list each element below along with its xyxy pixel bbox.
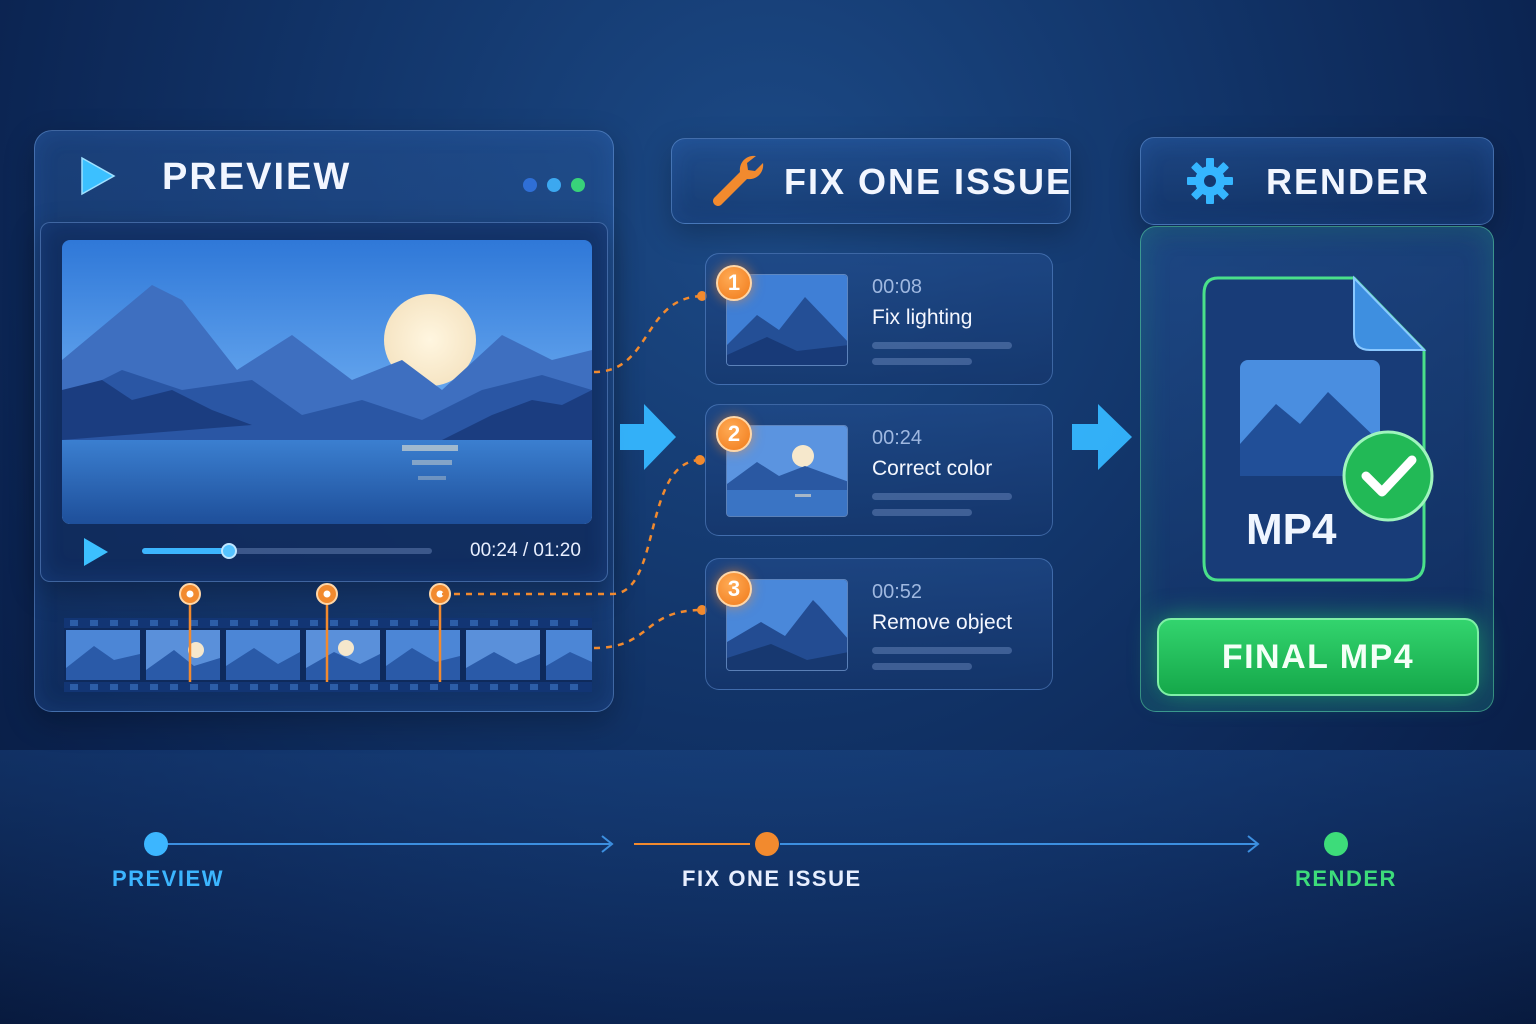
player-progress-track[interactable] [142,543,432,559]
step-number-badge: 1 [716,265,752,301]
placeholder-line [872,509,972,516]
placeholder-line [872,647,1012,654]
fix-time: 00:08 [872,276,923,298]
fix-thumbnail [726,274,848,366]
timeline-label-fix: FIX ONE ISSUE [682,866,862,891]
placeholder-line [872,663,972,670]
mp4-file-icon [1202,275,1427,582]
player-play-button[interactable] [82,537,110,567]
issue-markers [179,583,451,682]
fix-card[interactable]: 00:52 Remove object [705,558,1053,690]
arrow-right-icon [1072,404,1132,470]
step-number-badge: 3 [716,571,752,607]
floor-reflection [0,750,1536,1024]
player-timecode: 00:24 / 01:20 [470,540,581,561]
player-progress-fill [142,548,229,554]
fix-card[interactable]: 00:08 Fix lighting [705,253,1053,385]
window-dot [547,178,561,192]
fix-title: FIX ONE ISSUE [784,161,1073,202]
placeholder-line [872,493,1012,500]
marker-dot [179,583,451,605]
placeholder-line [872,342,1012,349]
fix-time: 00:24 [872,427,923,449]
fix-label: Remove object [872,611,1013,634]
fix-card[interactable]: 00:24 Correct color [705,404,1053,536]
arrow-right-icon [620,404,676,470]
fix-label: Fix lighting [872,306,973,329]
window-dot [571,178,585,192]
timeline-label-render: RENDER [1295,866,1397,891]
placeholder-line [872,358,972,365]
checkmark-icon [1342,430,1434,522]
connector-lines [442,291,707,650]
timeline-node [1324,832,1348,856]
preview-video-frame [62,240,592,524]
fix-thumbnail [726,579,848,671]
file-type-label: MP4 [1246,505,1337,554]
timeline-label-preview: PREVIEW [112,866,224,891]
render-title: RENDER [1266,161,1431,202]
fix-label: Correct color [872,457,993,480]
timeline-node [144,832,168,856]
window-dot [523,178,537,192]
gear-icon [1187,158,1233,204]
fix-time: 00:52 [872,581,923,603]
final-mp4-button[interactable]: FINAL MP4 [1157,618,1479,696]
step-number-badge: 2 [716,416,752,452]
preview-title: PREVIEW [162,156,352,198]
process-timeline [144,832,1348,856]
timeline-node [755,832,779,856]
window-dots [523,178,593,194]
wrench-icon [713,155,764,206]
player-progress-knob[interactable] [221,543,237,559]
preview-header-play-icon [81,156,116,196]
